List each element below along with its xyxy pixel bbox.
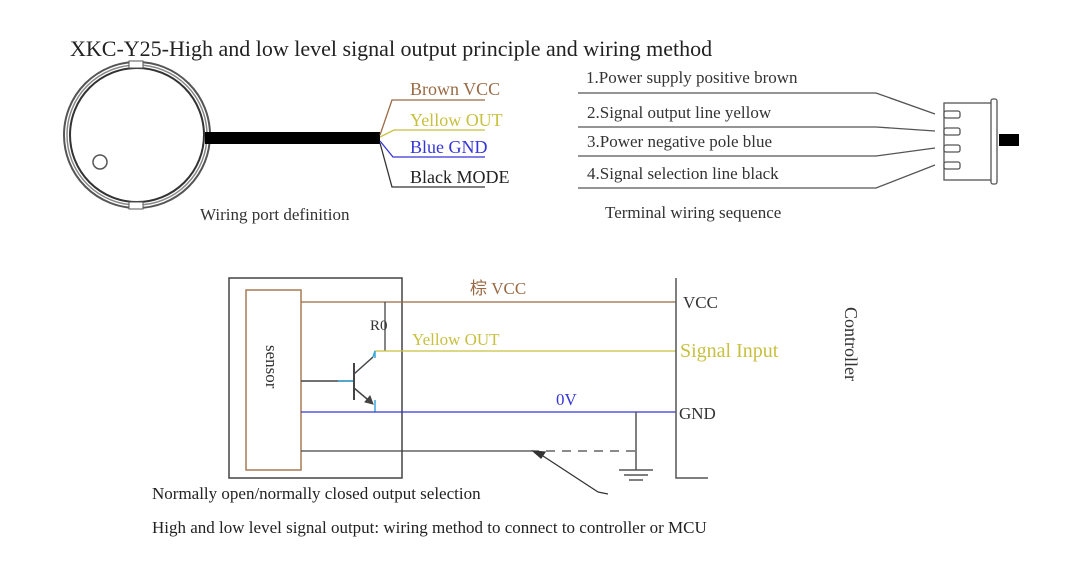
yellow-wire	[379, 129, 485, 138]
sensor-disc	[63, 60, 211, 210]
sensor-block	[245, 289, 302, 471]
black-wire	[379, 142, 485, 188]
wiring-port-caption: Wiring port definition	[200, 205, 350, 224]
selection-arrow	[531, 450, 609, 495]
wire-label-blue: Blue GND	[410, 137, 488, 157]
terminal-leads	[578, 92, 936, 189]
terminal-line-4: 4.Signal selection line black	[587, 164, 779, 183]
terminal-caption: Terminal wiring sequence	[605, 203, 781, 222]
brown-wire	[379, 99, 485, 136]
terminal-line-3: 3.Power negative pole blue	[587, 132, 772, 151]
mount-hole-icon	[92, 154, 108, 170]
wire-label-yellow: Yellow OUT	[410, 110, 503, 130]
terminal-line-2: 2.Signal output line yellow	[587, 103, 772, 122]
controller-bracket	[675, 278, 708, 479]
wire-label-black: Black MODE	[410, 167, 509, 187]
diagram-title: XKC-Y25-High and low level signal output…	[70, 36, 712, 61]
terminal-line-1: 1.Power supply positive brown	[586, 68, 798, 87]
wire-fanout	[379, 99, 485, 188]
sensor-cable	[205, 132, 380, 144]
transistor-icon	[301, 350, 376, 412]
connector-icon	[943, 98, 1019, 185]
controller-pin-signal: Signal Input	[680, 340, 779, 362]
controller-pin-gnd: GND	[679, 404, 716, 423]
ground-icon	[619, 412, 653, 481]
selection-note: Normally open/normally closed output sel…	[152, 484, 481, 503]
sensor-module-box	[228, 277, 403, 479]
controller-label: Controller	[841, 307, 861, 381]
gnd-wire-label: 0V	[556, 390, 578, 409]
resistor-label: R0	[370, 318, 388, 334]
controller-pin-vcc: VCC	[683, 293, 718, 312]
sensor-label: sensor	[262, 345, 281, 389]
out-wire-label: Yellow OUT	[412, 330, 500, 349]
vcc-wire-label: 棕 VCC	[470, 279, 526, 298]
footer-note: High and low level signal output: wiring…	[152, 518, 707, 537]
wire-label-brown: Brown VCC	[410, 79, 500, 99]
blue-wire	[379, 140, 485, 158]
